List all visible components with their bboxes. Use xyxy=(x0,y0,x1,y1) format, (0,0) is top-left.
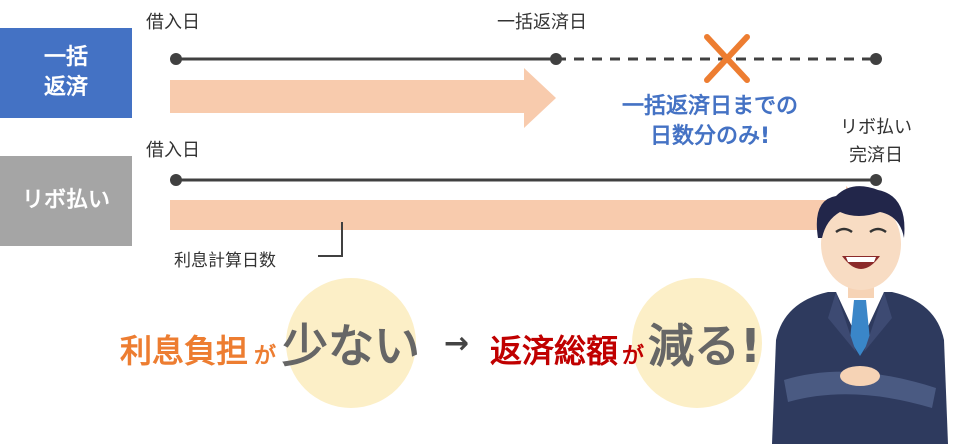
lump-sum-borrow-date: 借入日 xyxy=(146,12,200,33)
revolving-period-arrow xyxy=(170,186,876,244)
revolving-complete-date: リボ払い 完済日 xyxy=(840,114,912,170)
interest-days-leader-line xyxy=(318,222,343,257)
cross-mark-icon xyxy=(704,34,750,83)
lump-sum-note-line1: 一括返済日までの xyxy=(622,94,799,119)
highlight-circle-left xyxy=(286,278,416,408)
revolving-label: リボ払い xyxy=(21,188,110,213)
lump-sum-note-line2: 日数分のみ! xyxy=(649,124,771,149)
highlight-circle-right xyxy=(632,278,762,408)
revolving-start-dot xyxy=(170,174,182,186)
lump-sum-label-box: 一括 返済 xyxy=(0,28,132,118)
decrease-text: 減る! xyxy=(648,319,761,373)
arrow-right-icon: → xyxy=(444,326,470,361)
less-text: 少ない xyxy=(282,319,420,373)
ga-particle-1: が xyxy=(254,344,277,369)
interest-burden-text: 利息負担 xyxy=(120,332,249,370)
lump-sum-note: 一括返済日までの 日数分のみ! xyxy=(622,92,798,152)
lump-sum-label-line1: 一括 xyxy=(43,45,88,70)
lump-sum-repay-dot xyxy=(550,53,562,65)
smiling-businessman-icon xyxy=(772,186,948,444)
ga-particle-2: が xyxy=(622,344,645,369)
lump-sum-end-dot xyxy=(870,53,882,65)
lump-sum-label-line2: 返済 xyxy=(43,75,88,100)
total-repayment-text: 返済総額 xyxy=(490,332,619,370)
lump-sum-period-arrow xyxy=(170,68,556,128)
revolving-borrow-date: 借入日 xyxy=(146,140,200,161)
revolving-complete-line2: 完済日 xyxy=(849,145,903,166)
lump-sum-repay-date: 一括返済日 xyxy=(497,12,587,33)
revolving-label-box: リボ払い xyxy=(0,156,132,246)
revolving-end-dot xyxy=(870,174,882,186)
interest-days-label: 利息計算日数 xyxy=(174,251,276,271)
lump-sum-start-dot xyxy=(170,53,182,65)
revolving-complete-line1: リボ払い xyxy=(840,117,912,138)
